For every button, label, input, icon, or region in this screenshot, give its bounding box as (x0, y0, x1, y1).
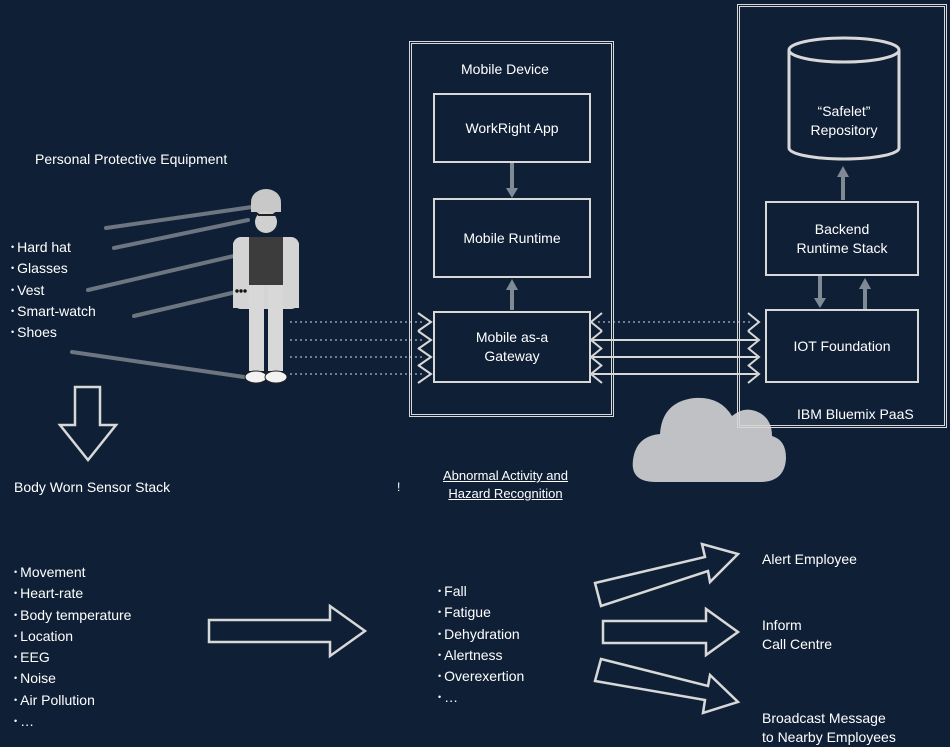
cloud-icon (632, 397, 786, 482)
broadcast-line1: Broadcast Message (762, 710, 886, 726)
inform-line1: Inform (762, 617, 802, 633)
recognition-title-line2: Hazard Recognition (448, 486, 563, 501)
hazard-item: Overexertion (438, 667, 524, 688)
backend-label-line1: Backend (814, 220, 870, 237)
mobile-internal-arrows (506, 162, 518, 310)
sensor-item: EEG (14, 648, 131, 669)
repository-label: “Safelet” Repository (789, 102, 899, 140)
sensor-link-arrowheads (417, 312, 433, 384)
mobile-runtime-box[interactable]: Mobile Runtime (433, 198, 591, 278)
hazard-item: Fatigue (438, 603, 524, 624)
hazard-item: Alertness (438, 646, 524, 667)
ppe-list: Hard hat Glasses Vest Smart-watch Shoes (11, 238, 96, 344)
inform-arrow-icon (601, 606, 741, 658)
bluemix-panel (737, 4, 947, 428)
mobile-device-title: Mobile Device (461, 61, 549, 77)
gateway-label-line2: Gateway (484, 348, 540, 364)
repository-label-line2: Repository (810, 122, 878, 138)
broadcast-arrow-icon (593, 657, 741, 715)
backend-label-line2: Runtime Stack (796, 239, 888, 256)
recognition-exclaim: ! (397, 480, 401, 494)
ppe-item: Shoes (11, 323, 96, 344)
repository-label-line1: “Safelet” (817, 103, 871, 119)
alert-employee-label: Alert Employee (762, 551, 857, 567)
repository-cylinder-icon (787, 36, 901, 161)
hazard-list: Fall Fatigue Dehydration Alertness Overe… (438, 582, 524, 710)
hazard-item: Dehydration (438, 625, 524, 646)
backend-runtime-box[interactable]: Backend Runtime Stack (765, 201, 919, 276)
gateway-box[interactable]: Mobile as-a Gateway (433, 311, 591, 383)
workright-app-label: WorkRight App (465, 119, 559, 136)
sensor-item: Noise (14, 669, 131, 690)
mobile-device-panel (409, 41, 614, 417)
iot-foundation-box[interactable]: IOT Foundation (765, 309, 919, 383)
hazard-item: Fall (438, 582, 524, 603)
sensor-links (290, 321, 425, 375)
sensor-item: Air Pollution (14, 691, 131, 712)
ppe-item: Smart-watch (11, 302, 96, 323)
ppe-title: Personal Protective Equipment (35, 151, 228, 167)
inform-line2: Call Centre (762, 636, 833, 652)
recognition-title[interactable]: Abnormal Activity and Hazard Recognition (423, 467, 588, 503)
sensor-list: Movement Heart-rate Body temperature Loc… (14, 563, 131, 733)
recognition-title-line1: Abnormal Activity and (442, 468, 568, 483)
down-arrow-icon (57, 385, 119, 463)
gateway-iot-links (589, 312, 761, 384)
ppe-item: Vest (11, 281, 96, 302)
right-arrow-icon (207, 603, 368, 659)
workright-app-box[interactable]: WorkRight App (433, 93, 591, 163)
worker-figure-icon (233, 189, 299, 384)
mobile-runtime-label: Mobile Runtime (463, 229, 561, 246)
inform-call-centre-label: Inform Call Centre (762, 616, 832, 654)
ppe-item: Glasses (11, 259, 96, 280)
sensor-item: Movement (14, 563, 131, 584)
ppe-pointer-lines (70, 205, 254, 379)
sensor-item: Body temperature (14, 606, 131, 627)
backend-arrows (814, 166, 871, 309)
gateway-label-line1: Mobile as-a (475, 329, 549, 345)
bluemix-title: IBM Bluemix PaaS (797, 406, 914, 422)
ppe-item: Hard hat (11, 238, 96, 259)
sensor-item: … (14, 712, 131, 733)
broadcast-message-label: Broadcast Message to Nearby Employees (762, 709, 896, 747)
action-arrows (593, 542, 741, 715)
sensor-item: Heart-rate (14, 584, 131, 605)
sensor-stack-title: Body Worn Sensor Stack (14, 479, 171, 495)
iot-foundation-label: IOT Foundation (793, 337, 891, 354)
sensor-item: Location (14, 627, 131, 648)
alert-arrow-icon (593, 542, 741, 608)
broadcast-line2: to Nearby Employees (762, 729, 896, 745)
hazard-item: … (438, 688, 524, 709)
